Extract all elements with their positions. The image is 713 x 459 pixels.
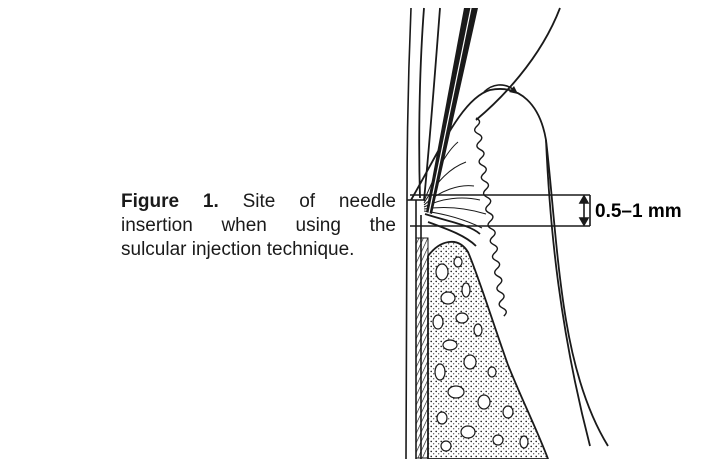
measurement-bracket: [410, 195, 590, 226]
measurement-label: 0.5–1 mm: [595, 201, 682, 222]
injection-needle: [426, 8, 478, 214]
periodontal-ligament: [416, 238, 428, 458]
